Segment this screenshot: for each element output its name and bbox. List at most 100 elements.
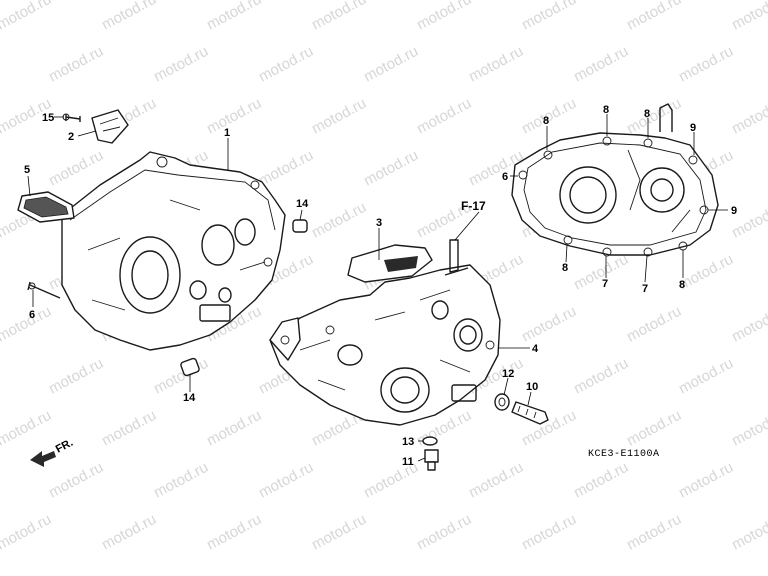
left-crankcase[interactable] [61,151,286,351]
washer-13[interactable] [422,436,438,446]
callout-7-b: 7 [642,283,648,295]
leader-lines [27,114,728,462]
callout-11: 11 [402,456,414,468]
watermark-text: motod.ru [571,459,631,502]
watermark-text: motod.ru [151,459,211,502]
watermark-text: motod.ru [151,43,211,86]
callout-14-lower: 14 [183,392,196,404]
callout-8-a: 8 [543,115,549,127]
watermark-text: motod.ru [571,43,631,86]
watermark-text: motod.ru [624,511,684,554]
watermark-text: motod.ru [309,0,369,34]
watermark-text: motod.ru [519,511,579,554]
diagram-code: KCE3-E1100A [588,449,660,460]
watermark-text: motod.ru [729,407,768,450]
watermark-text: motod.ru [729,511,768,554]
callout-8-c: 8 [644,108,650,120]
watermark-text: motod.ru [676,459,736,502]
bolt-10[interactable] [511,401,549,425]
watermark-text: motod.ru [0,355,1,398]
callout-6-right: 6 [502,171,508,183]
watermark-text: motod.ru [0,43,1,86]
watermark-text: motod.ru [519,303,579,346]
callout-7-a: 7 [602,278,608,290]
callout-15: 15 [42,112,54,124]
watermark-text: motod.ru [624,303,684,346]
watermark-text: motod.ru [676,43,736,86]
watermark-text: motod.ru [0,459,1,502]
watermark-text: motod.ru [0,303,54,346]
dowel-pin-14-lower[interactable] [180,357,200,377]
drain-bolt-11[interactable] [424,449,439,471]
callout-1: 1 [224,127,230,139]
watermark-text: motod.ru [204,95,264,138]
watermark-text: motod.ru [46,147,106,190]
callout-3: 3 [376,217,382,229]
watermark-text: motod.ru [309,95,369,138]
watermark-text: motod.ru [571,355,631,398]
watermark-text: motod.ru [414,95,474,138]
watermark-text: motod.ru [151,355,211,398]
watermark-text: motod.ru [0,407,54,450]
right-crankcase[interactable] [269,264,501,426]
watermark-text: motod.ru [414,511,474,554]
callout-5: 5 [24,164,30,176]
seal-12[interactable] [494,393,510,411]
watermark-text: motod.ru [0,251,1,294]
watermark-text: motod.ru [361,43,421,86]
watermark-text: motod.ru [46,459,106,502]
direction-label: FR. [54,437,75,456]
bolt-6-left[interactable] [27,281,61,299]
callout-10: 10 [526,381,538,393]
watermark-text: motod.ru [0,147,1,190]
callout-12: 12 [502,368,514,380]
callout-8-d: 8 [562,262,568,274]
bracket-3[interactable] [347,244,433,283]
callout-9-b: 9 [731,205,737,217]
watermark-text: motod.ru [466,43,526,86]
watermark-text: motod.ru [99,407,159,450]
watermark-text: motod.ru [99,511,159,554]
breather-cover-2[interactable] [91,109,129,144]
watermark-text: motod.ru [256,147,316,190]
watermark-text: motod.ru [0,511,54,554]
bolt-15[interactable] [62,113,81,122]
watermark-text: motod.ru [46,355,106,398]
watermark-text: motod.ru [519,0,579,34]
watermark-text: motod.ru [729,303,768,346]
watermark-text: motod.ru [729,0,768,34]
strainer-screen-5[interactable] [17,191,75,223]
watermark-text: motod.ru [204,511,264,554]
watermark-text: motod.ru [309,511,369,554]
watermark-text: motod.ru [466,459,526,502]
callout-2: 2 [68,131,74,143]
callout-8-b: 8 [603,104,609,116]
watermark-text: motod.ru [624,0,684,34]
callout-6-left: 6 [29,309,35,321]
watermark-text: motod.ru [361,147,421,190]
watermark-text: motod.ru [204,407,264,450]
watermark-text: motod.ru [256,43,316,86]
callout-13: 13 [402,436,414,448]
callout-8-e: 8 [679,279,685,291]
watermark-text: motod.ru [0,0,54,34]
front-direction-arrow [30,451,56,467]
watermark-text: motod.ru [676,355,736,398]
watermark-text: motod.ru [624,407,684,450]
callout-9-a: 9 [690,122,696,134]
watermark-text: motod.ru [309,199,369,242]
reference-label: F-17 [461,199,486,213]
dowel-pin-14-upper[interactable] [292,219,308,233]
watermark-text: motod.ru [99,0,159,34]
watermark-text: motod.ru [46,43,106,86]
watermark-text: motod.ru [414,0,474,34]
callout-4: 4 [532,343,539,355]
callout-labels: 1 15 2 5 6 14 14 3 4 12 10 13 11 8 8 8 9… [24,104,737,468]
watermark-text: motod.ru [204,0,264,34]
watermark-text: motod.ru [729,95,768,138]
watermark-text: motod.ru [624,95,684,138]
callout-14-upper: 14 [296,198,309,210]
crankcase-gasket[interactable] [511,103,719,257]
watermark-text: motod.ru [256,459,316,502]
